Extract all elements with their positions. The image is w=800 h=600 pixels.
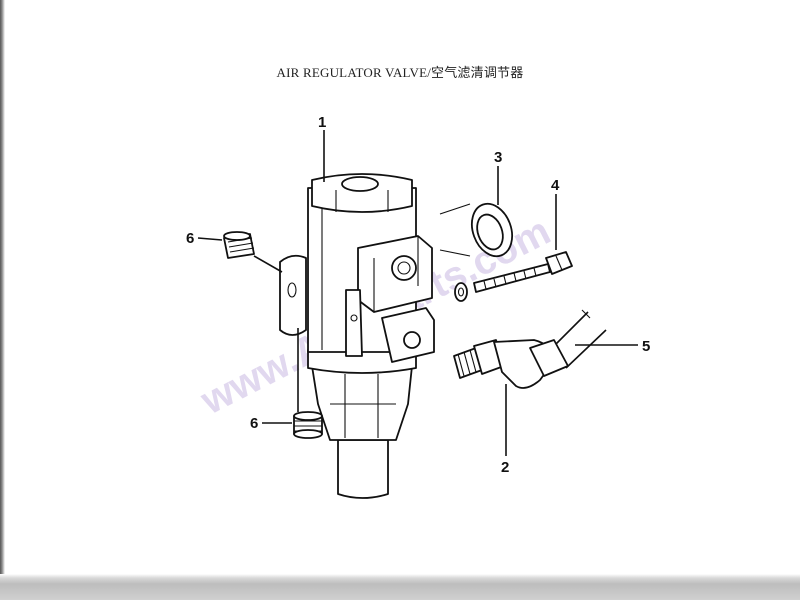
- callout-3: 3: [494, 149, 502, 166]
- callout-1: 1: [318, 114, 326, 131]
- callout-5: 5: [642, 338, 650, 355]
- diagram-title: AIR REGULATOR VALVE/空气滤清调节器: [276, 65, 524, 80]
- callout-4: 4: [551, 177, 560, 194]
- bolt: [454, 251, 573, 302]
- leader-lines: [197, 130, 638, 456]
- plug-top: [223, 231, 255, 259]
- callout-6-top: 6: [186, 230, 194, 247]
- callout-2: 2: [501, 459, 509, 476]
- callout-6-bottom: 6: [250, 415, 258, 432]
- sealing-ring: [439, 202, 514, 258]
- plug-bottom: [293, 411, 323, 439]
- hose-fitting: [453, 309, 607, 389]
- scan-border-bottom: [0, 574, 800, 600]
- valve-body: [279, 173, 435, 499]
- scan-border-left: [0, 0, 5, 600]
